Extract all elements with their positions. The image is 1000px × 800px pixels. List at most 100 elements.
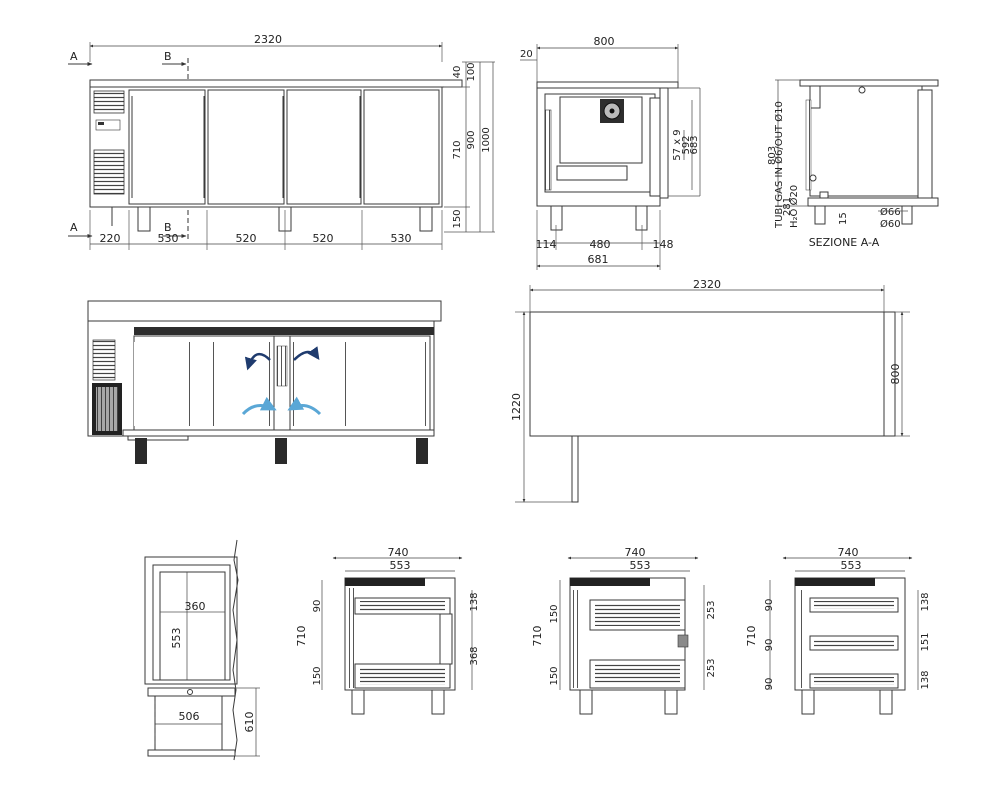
drawer2-left-b: 150 — [549, 666, 560, 685]
plan-view: 2320 800 1220 — [510, 278, 910, 503]
front-leg — [137, 206, 151, 232]
front-vent-lower — [93, 149, 125, 195]
drawer2-width: 740 — [625, 546, 646, 559]
drawer2-right-a: 253 — [706, 600, 717, 619]
drawer2-left-a: 150 — [549, 604, 560, 623]
drawer3-inner: 553 — [841, 559, 862, 572]
interior-leg — [135, 438, 147, 464]
tray-view: 360 553 506 610 — [144, 539, 260, 761]
side-depth: 800 — [594, 35, 615, 48]
airflow-arrow-light — [287, 396, 322, 416]
section-dim-281: 281 — [782, 197, 793, 216]
interior-leg — [416, 438, 428, 464]
tray-width-360: 360 — [185, 600, 206, 613]
section-leg — [901, 205, 913, 225]
side-leg — [550, 205, 563, 231]
front-overall-width: 2320 — [254, 33, 282, 46]
plan-clearance: 1220 — [510, 393, 523, 421]
drawer3-height: 710 — [745, 626, 758, 647]
interior-vent — [92, 339, 116, 381]
front-height-710: 710 — [452, 140, 463, 159]
plan-door-open — [571, 435, 579, 503]
control-panel-icon — [95, 119, 121, 131]
front-width-530b: 530 — [391, 232, 412, 245]
drawer3-left-c: 90 — [764, 678, 775, 691]
front-door-2 — [207, 89, 285, 205]
front-door-4 — [363, 89, 440, 205]
front-door-3 — [286, 89, 362, 205]
section-body — [809, 85, 923, 197]
airflow-arrow-light — [241, 396, 277, 416]
section-a-top: A — [70, 50, 78, 63]
side-dim-592: 592 — [681, 135, 692, 154]
drawer1-inner: 553 — [390, 559, 411, 572]
front-width-520b: 520 — [313, 232, 334, 245]
interior-worktop — [87, 300, 442, 322]
front-height-900: 900 — [466, 130, 477, 149]
tray-width-506: 506 — [179, 710, 200, 723]
drawer-view-3: 740 553 710 90 90 90 138 151 138 — [745, 546, 931, 715]
front-leg — [419, 206, 433, 232]
drawer-view-1: 740 553 710 90 150 138 368 — [295, 546, 480, 715]
front-vent-upper — [93, 90, 125, 114]
section-view: 803 TUBI GAS IN Ø6/OUT Ø10 H₂O Ø20 281 1… — [767, 79, 939, 249]
front-width-530a: 530 — [158, 232, 179, 245]
drawer1-height: 710 — [295, 626, 308, 647]
drawer2-height: 710 — [531, 626, 544, 647]
section-h2o-label: H₂O Ø20 — [788, 185, 800, 228]
section-label: SEZIONE A-A — [809, 236, 880, 249]
front-height-40: 40 — [452, 66, 463, 79]
front-view: 2320 A B A B — [68, 33, 495, 250]
drawer1-right-a: 138 — [469, 592, 480, 611]
section-dim-15: 15 — [838, 212, 849, 225]
section-leg — [814, 205, 826, 225]
side-bottom-480: 480 — [590, 238, 611, 251]
plan-depth: 800 — [889, 364, 902, 385]
section-diam-60: Ø60 — [880, 218, 901, 230]
front-height-150: 150 — [452, 209, 463, 228]
section-b-bottom: B — [164, 221, 172, 234]
drawer1-right-b: 368 — [469, 646, 480, 665]
drawer1-width: 740 — [388, 546, 409, 559]
side-worktop — [536, 81, 679, 89]
side-dim-57x9: 57 x 9 — [672, 129, 683, 160]
front-height-1000: 1000 — [481, 127, 492, 152]
interior-view — [87, 300, 442, 464]
drawer3-right-a: 138 — [920, 592, 931, 611]
drawer2-inner: 553 — [630, 559, 651, 572]
plan-width: 2320 — [693, 278, 721, 291]
section-worktop — [799, 79, 939, 87]
front-worktop — [89, 79, 463, 88]
side-top-offset: 20 — [520, 49, 533, 60]
compartment-right — [289, 335, 431, 431]
front-width-220: 220 — [100, 232, 121, 245]
section-diam-66: Ø66 — [880, 206, 901, 218]
section-door — [917, 89, 933, 199]
drawer3-left-a: 90 — [764, 599, 775, 612]
drawer2-right-b: 253 — [706, 658, 717, 677]
compartment-left — [133, 335, 275, 431]
drawer-view-2: 740 553 710 150 150 253 253 — [531, 546, 717, 715]
front-height-100: 100 — [466, 62, 477, 81]
section-a-bottom: A — [70, 221, 78, 234]
tray-height-553: 553 — [170, 628, 183, 649]
interior-top-strip — [134, 327, 434, 335]
section-pipes-label: TUBI GAS IN Ø6/OUT Ø10 — [773, 101, 785, 229]
side-door — [659, 87, 669, 199]
side-dim-683: 683 — [689, 135, 700, 154]
section-b-top: B — [164, 50, 172, 63]
drawer1-left-b: 150 — [312, 666, 323, 685]
side-bottom-148: 148 — [653, 238, 674, 251]
drawer3-width: 740 — [838, 546, 859, 559]
interior-leg — [275, 438, 287, 464]
drawer3-right-c: 138 — [920, 670, 931, 689]
front-width-520a: 520 — [236, 232, 257, 245]
airflow-arrow-dark — [244, 352, 271, 371]
front-door-1 — [128, 89, 206, 205]
plan-top — [529, 311, 896, 437]
drawer3-left-b: 90 — [764, 639, 775, 652]
side-base-depth: 681 — [588, 253, 609, 266]
drawer1-left-a: 90 — [312, 600, 323, 613]
side-bottom-114: 114 — [536, 238, 557, 251]
